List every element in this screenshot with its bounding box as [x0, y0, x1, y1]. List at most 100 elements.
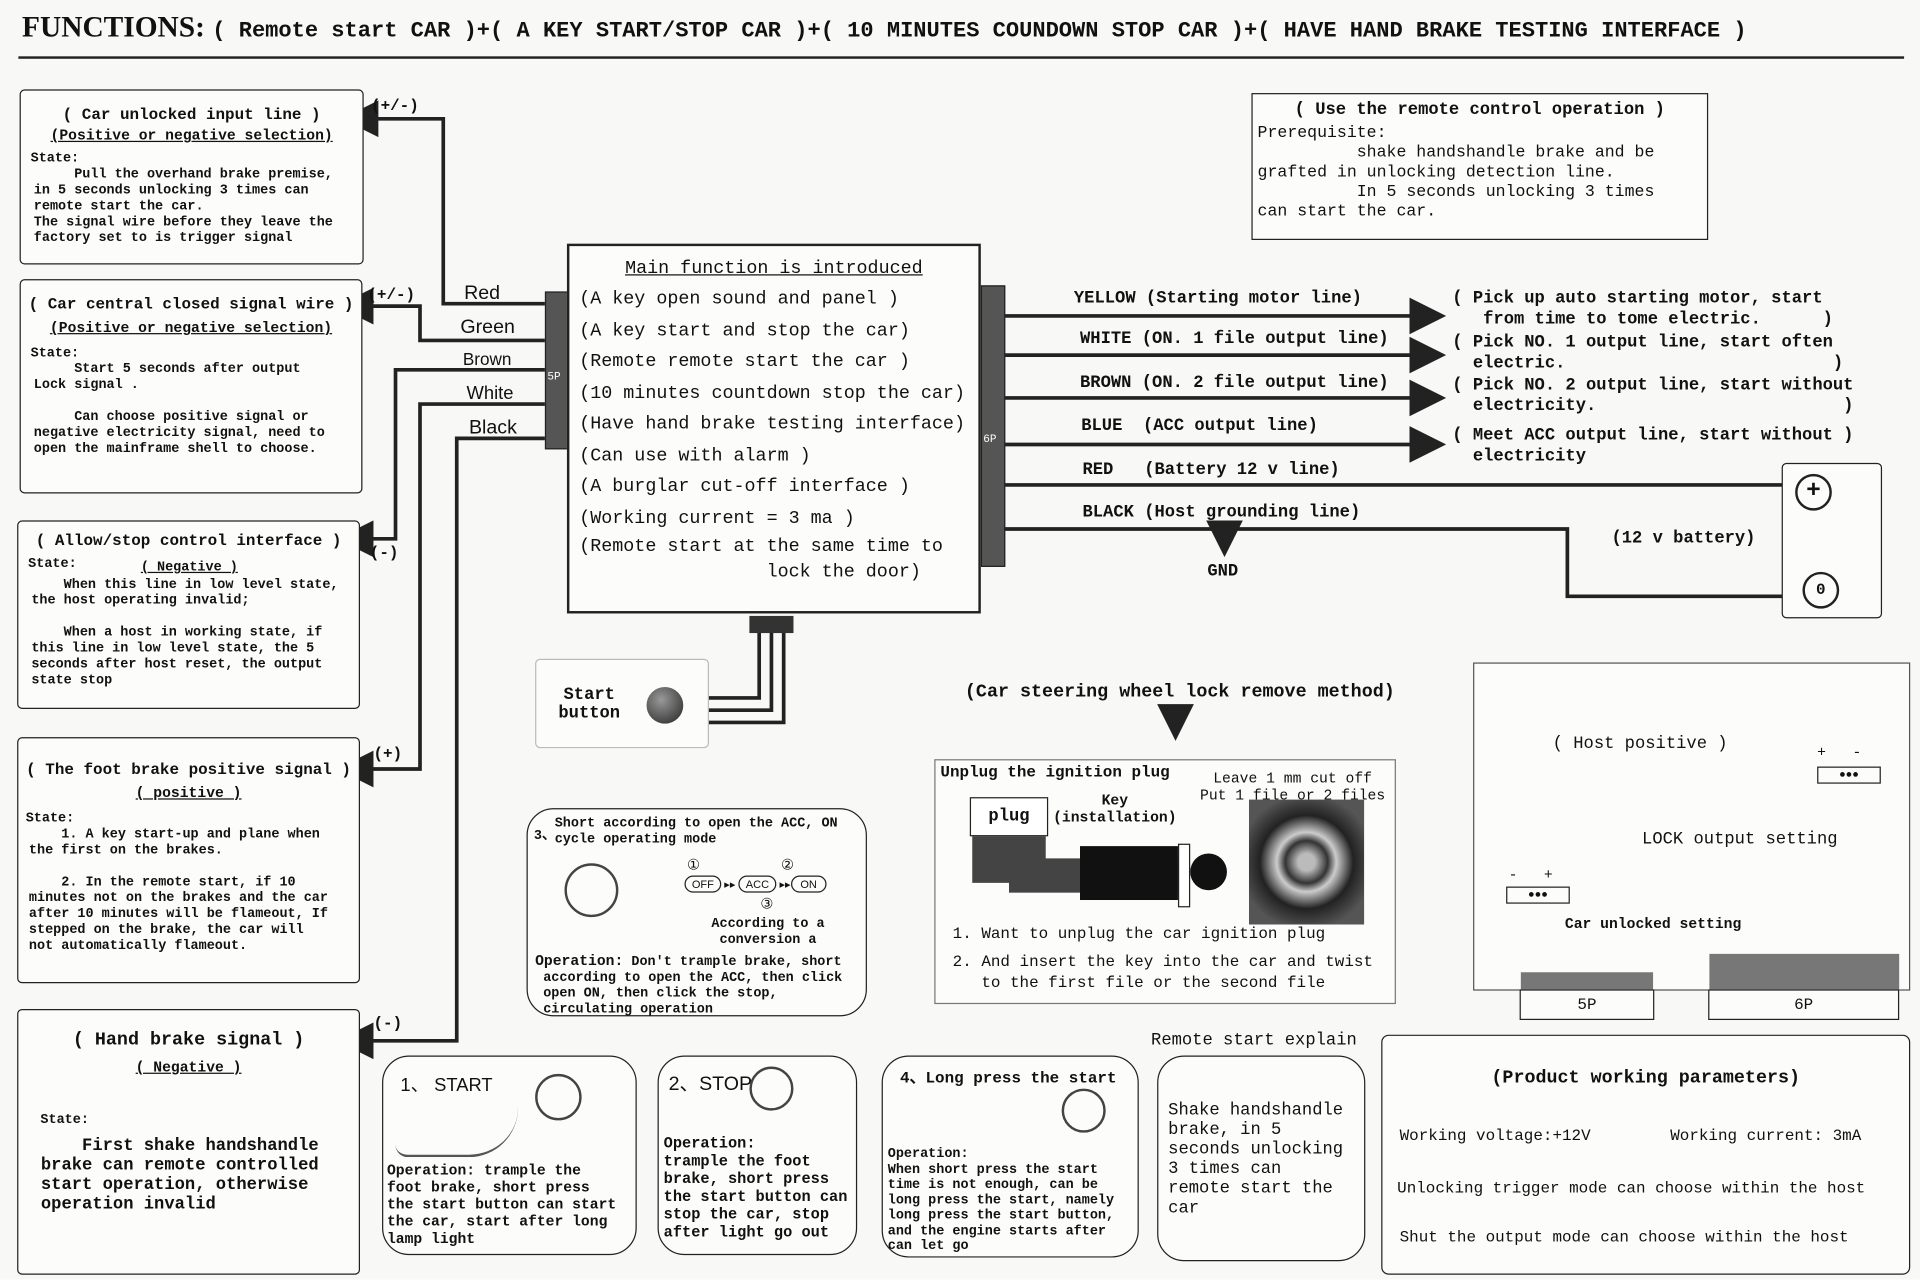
- polarity-label: (+): [373, 744, 403, 763]
- start-plug: [749, 615, 794, 634]
- wire-label-white: White: [466, 383, 514, 405]
- box-subtitle: ( positive ): [135, 784, 242, 803]
- step-operation: Operation: When short press the start ti…: [887, 1147, 1115, 1254]
- state-label: State:: [28, 557, 77, 572]
- central-closed-signal-box: ( Car central closed signal wire ) (Posi…: [19, 279, 363, 494]
- box-subtitle: ( Negative ): [140, 560, 238, 576]
- state-on: ON: [790, 875, 827, 893]
- state-acc: ACC: [738, 875, 777, 893]
- state-label: State:: [30, 151, 80, 167]
- steering-title: (Car steering wheel lock remove method): [964, 682, 1395, 703]
- main-item: (Remote remote start the car ): [579, 351, 910, 373]
- title-part: +( A KEY START/STOP CAR ): [476, 19, 808, 45]
- wire-brown: [336, 367, 545, 558]
- main-item: (10 minutes countdown stop the car): [579, 382, 965, 404]
- car-unlocked-setting: Car unlocked setting: [1564, 915, 1742, 934]
- acc-num: 3、: [533, 828, 556, 844]
- box-subtitle: (Positive or negative selection): [50, 127, 333, 145]
- wire-desc: (Host grounding line): [1144, 503, 1361, 523]
- car-unlocked-input-box: ( Car unlocked input line ) (Positive or…: [19, 89, 364, 265]
- remote-explain-title: Remote start explain: [1151, 1031, 1357, 1051]
- start-button-graphic: [564, 863, 619, 918]
- main-item: (Have hand brake testing interface): [579, 413, 965, 435]
- remote-explain-body: Shake handshandle brake, in 5 seconds un…: [1168, 1100, 1344, 1219]
- wire-red: [341, 100, 545, 306]
- wire-black-out: [1004, 527, 1783, 599]
- foot-brake-signal-box: ( The foot brake positive signal ) ( pos…: [17, 737, 361, 984]
- state-label: State:: [30, 346, 80, 362]
- state-label: State:: [40, 1113, 89, 1128]
- wire-desc: (Battery 12 v line): [1144, 460, 1340, 481]
- out-white: WHITE (ON. 1 file output line): [1080, 329, 1389, 349]
- minus-sign: -: [1852, 744, 1862, 762]
- steering-step-2: 2. And insert the key into the car and t…: [952, 952, 1373, 992]
- out-yellow: YELLOW (Starting motor line): [1074, 289, 1362, 309]
- connector-6p: 6P: [980, 285, 1006, 567]
- plus-sign: +: [1543, 866, 1553, 885]
- port-5p: [1520, 972, 1654, 991]
- remote-title: ( Use the remote control operation ): [1294, 100, 1665, 121]
- battery-label: (12 v battery): [1611, 528, 1756, 549]
- title-rule: [18, 56, 1905, 59]
- product-params-box: (Product working parameters) Working vol…: [1381, 1034, 1911, 1275]
- start-button-graphic: [1061, 1088, 1106, 1133]
- acc-note: According to a conversion a: [711, 917, 825, 948]
- wire-color: BLACK: [1082, 503, 1134, 523]
- main-item: (A key start and stop the car): [579, 320, 910, 342]
- label-6p: 6P: [1708, 989, 1900, 1021]
- unlock-jumper[interactable]: ●●●: [1506, 886, 1570, 904]
- target-starting-motor: ( Pick up auto starting motor, start fro…: [1452, 288, 1833, 330]
- wire-color: BLUE: [1081, 416, 1123, 436]
- title-part: ( Remote start CAR ): [212, 19, 477, 45]
- title-part: +( HAVE HAND BRAKE TESTING INTERFACE ): [1243, 19, 1747, 45]
- p6-text: 6P: [1794, 995, 1814, 1014]
- host-panel: ( Host positive ) + - ●●● LOCK output se…: [1473, 662, 1911, 991]
- main-title: Main function is introduced: [625, 258, 923, 280]
- wire-desc: (ON. 2 file output line): [1141, 373, 1389, 394]
- box-title: ( Car central closed signal wire ): [28, 295, 354, 314]
- wire-color: BROWN: [1080, 373, 1132, 394]
- step-title: 1、 START: [400, 1075, 493, 1096]
- connector-label: 5P: [547, 371, 561, 384]
- step-title: 2、STOP: [668, 1073, 753, 1095]
- wire-white: [336, 402, 545, 788]
- steering-lock-box: Unplug the ignition plug Leave 1 mm cut …: [934, 759, 1396, 1005]
- wire-color: WHITE: [1080, 329, 1132, 349]
- step-operation: Operation: trample the foot brake, short…: [663, 1135, 848, 1242]
- functions-title: FUNCTIONS: ( Remote start CAR )+( A KEY …: [22, 12, 1747, 45]
- lock-jumper[interactable]: ●●●: [1817, 766, 1881, 784]
- main-item: (A key open sound and panel ): [579, 288, 899, 310]
- title-label: FUNCTIONS:: [22, 12, 205, 45]
- out-blue: BLUE (ACC output line): [1081, 416, 1318, 436]
- ignition-body: [1080, 846, 1178, 901]
- unlock-trigger-mode: Unlocking trigger mode can choose within…: [1397, 1179, 1866, 1198]
- plug-label: plug: [969, 797, 1049, 837]
- box-title: ( Car unlocked input line ): [62, 105, 321, 124]
- step-start-box: 1、 START Operation: trample the foot bra…: [382, 1055, 637, 1256]
- mark: ②: [780, 857, 795, 875]
- wire-color: YELLOW: [1073, 288, 1136, 309]
- working-current: Working current: 3mA: [1670, 1126, 1862, 1145]
- start-button-icon[interactable]: [646, 686, 684, 724]
- box-subtitle: ( Negative ): [135, 1059, 242, 1077]
- main-item: (Remote start at the same time to lock t…: [579, 536, 943, 583]
- acc-operation: Don't trample brake, short according to …: [543, 955, 843, 1018]
- foot-graphic: [395, 1098, 518, 1158]
- remote-explain-box: Shake handshandle brake, in 5 seconds un…: [1157, 1055, 1366, 1262]
- plus-sign: +: [1817, 744, 1826, 762]
- minus-sign: -: [1508, 866, 1518, 885]
- battery-plus-terminal: +: [1795, 473, 1832, 511]
- main-item: (A burglar cut-off interface ): [579, 476, 910, 498]
- polarity-label: (+/-): [371, 96, 419, 116]
- battery-minus-terminal: 0: [1802, 571, 1840, 609]
- target-output-2: ( Pick NO. 2 output line, start without …: [1452, 375, 1854, 417]
- box-body: Pull the overhand brake premise, in 5 se…: [33, 167, 333, 247]
- polarity-label: (+/-): [367, 285, 416, 304]
- gnd-label: GND: [1207, 562, 1239, 582]
- acc-cycle-box: 3、 Short according to open the ACC, ON c…: [526, 808, 867, 1018]
- wire-label-black: Black: [468, 417, 517, 439]
- state-label: State:: [25, 811, 75, 827]
- box-body: 1. A key start-up and plane when the fir…: [28, 827, 328, 954]
- port-6p: [1709, 953, 1900, 991]
